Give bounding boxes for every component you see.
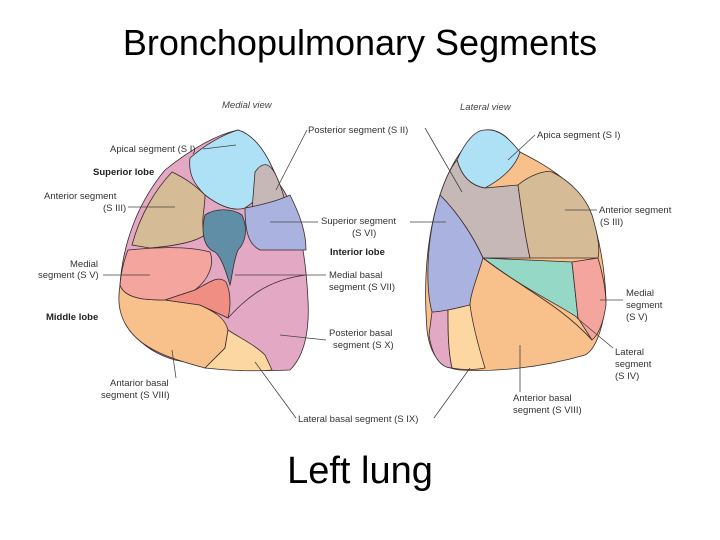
- label-middle-lobe: Middle lobe: [46, 312, 98, 323]
- medial-basal-boundary: [227, 274, 307, 319]
- label-medial-lateral-2: segment: [626, 300, 663, 311]
- label-apical-lateral: Apica segment (S I): [537, 130, 620, 141]
- leader-lateral-seg: [576, 317, 614, 349]
- label-anterior-basal-lateral-1: Anterior basal: [513, 393, 572, 404]
- slide-title: Bronchopulmonary Segments: [122, 22, 598, 63]
- label-medial-2: segment (S V): [38, 270, 99, 281]
- leader-posterior-center: [275, 129, 308, 191]
- leader-lateral-basal-left: [254, 361, 297, 419]
- medial-superior-segment: [244, 194, 307, 251]
- label-anterior-medial-1: Anterior segment: [44, 191, 117, 202]
- leader-apical-medial: [202, 144, 237, 150]
- lateral-lateral-basal-segment: [447, 304, 486, 370]
- label-superior-center-2: (S VI): [352, 228, 376, 239]
- label-medial-basal-2: segment (S VII): [329, 282, 395, 293]
- leader-posterior-lateral: [424, 127, 463, 193]
- label-superior-center-1: Superior segment: [321, 216, 396, 227]
- lateral-anterior-segment: [517, 171, 600, 259]
- medial-view-heading: Medial view: [222, 100, 273, 111]
- label-anterior-lateral-1: Anterior segment: [599, 205, 672, 216]
- lung-segments-figure: Medial view Lateral view Apical segment …: [38, 100, 672, 425]
- medial-hilum: [202, 209, 246, 287]
- label-inferior-lobe: Interior lobe: [330, 247, 385, 258]
- leader-posterior-basal: [279, 334, 327, 341]
- leader-anterior-basal-medial: [171, 349, 177, 379]
- label-apical-medial: Apical segment (S I): [110, 144, 196, 155]
- label-lateral-seg-1: Lateral: [615, 347, 644, 358]
- label-lateral-basal-center: Lateral basal segment (S IX): [298, 414, 418, 425]
- label-medial-lateral-1: Medial: [626, 288, 654, 299]
- label-medial-basal-1: Medial basal: [329, 270, 382, 281]
- label-anterior-basal-medial-2: segment (S VIII): [101, 390, 170, 401]
- label-anterior-basal-lateral-2: segment (S VIII): [513, 405, 582, 416]
- lateral-view-lung: [425, 129, 607, 371]
- label-medial-lateral-3: (S V): [626, 312, 648, 323]
- lateral-medial-segment: [571, 257, 607, 341]
- lateral-oblique-fissure: [482, 257, 593, 341]
- label-anterior-basal-medial-1: Antarior basal: [110, 378, 169, 389]
- label-superior-lobe: Superior lobe: [93, 167, 154, 178]
- label-lateral-seg-3: (S IV): [615, 371, 639, 382]
- medial-lingula-dark: [164, 278, 231, 319]
- leader-apical-lateral: [507, 134, 536, 161]
- caption-left-lung: Left lung: [287, 450, 433, 492]
- label-anterior-medial-2: (S III): [103, 203, 126, 214]
- label-posterior-center: Posterior segment (S II): [308, 125, 408, 136]
- label-lateral-seg-2: segment: [615, 359, 652, 370]
- medial-lateral-basal-segment: [204, 329, 273, 372]
- label-posterior-basal-1: Posterior basal: [329, 328, 392, 339]
- label-posterior-basal-2: segment (S X): [333, 340, 394, 351]
- label-anterior-lateral-2: (S III): [600, 217, 623, 228]
- label-medial-1: Medial: [70, 259, 98, 270]
- lateral-view-heading: Lateral view: [460, 102, 512, 113]
- leader-lateral-basal-right: [433, 367, 471, 419]
- medial-view-lung: [118, 129, 309, 372]
